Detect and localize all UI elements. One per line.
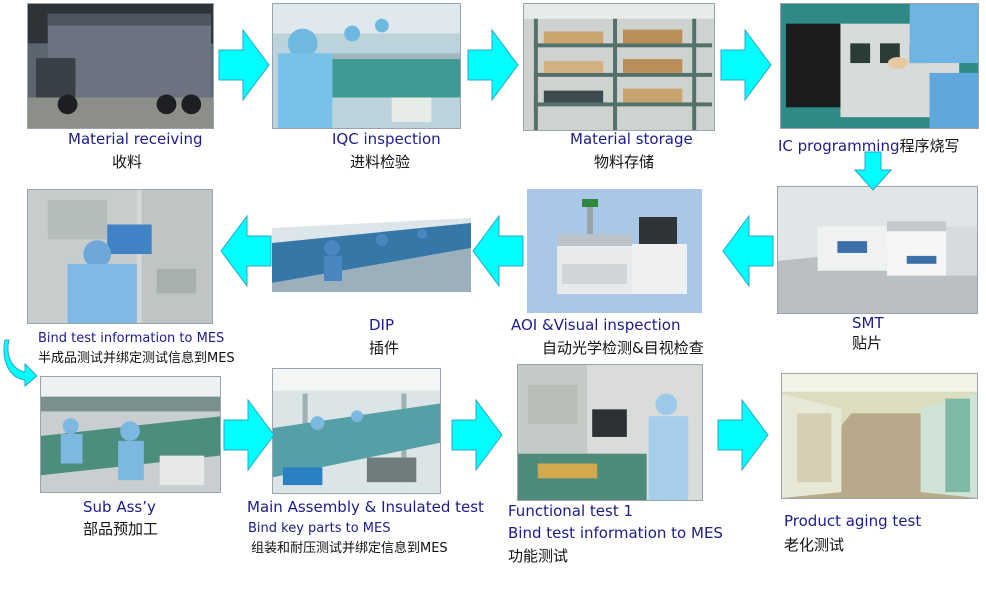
label-bind-test-cn: 半成品测试并绑定测试信息到MES <box>38 352 235 365</box>
label-main-assembly-en2: Bind key parts to MES <box>248 522 390 535</box>
label-dip-en: DIP <box>369 318 394 333</box>
arrow-right-icon <box>219 30 269 100</box>
label-aoi-cn: 自动光学检测&目视检查 <box>542 341 704 356</box>
photo-iqc-inspection <box>272 3 461 129</box>
label-sub-assy-en: Sub Ass’y <box>83 500 156 515</box>
photo-material-storage <box>523 3 715 131</box>
photo-dip <box>272 188 471 306</box>
photo-aoi <box>527 189 702 313</box>
label-material-receiving-en: Material receiving <box>68 132 203 147</box>
photo-bind-test <box>27 189 213 324</box>
label-main-assembly-cn: 组装和耐压测试并绑定信息到MES <box>251 542 448 555</box>
arrow-left-icon <box>473 216 523 286</box>
arrow-down-icon <box>855 152 891 190</box>
label-material-storage-cn: 物料存储 <box>594 155 654 170</box>
label-smt-en: SMT <box>852 316 884 331</box>
label-smt-cn: 贴片 <box>852 336 882 351</box>
label-aoi-en: AOI &Visual inspection <box>511 318 680 333</box>
label-main-assembly-en: Main Assembly & Insulated test <box>247 500 484 515</box>
arrow-curved-down-icon <box>3 338 39 386</box>
photo-material-receiving <box>27 3 214 129</box>
arrow-right-icon <box>452 400 502 470</box>
label-iqc-inspection-en: IQC inspection <box>332 132 441 147</box>
arrow-right-icon <box>468 30 518 100</box>
arrow-right-icon <box>718 400 768 470</box>
label-material-receiving-cn: 收料 <box>112 155 142 170</box>
label-bind-test-en: Bind test information to MES <box>38 332 224 345</box>
label-functional-test-en2: Bind test information to MES <box>508 526 723 541</box>
photo-aging-test <box>781 373 978 499</box>
arrow-right-icon <box>721 30 771 100</box>
photo-ic-programming <box>780 3 979 129</box>
label-sub-assy-cn: 部品预加工 <box>83 522 158 537</box>
arrow-left-icon <box>221 216 271 286</box>
label-iqc-inspection-cn: 进料检验 <box>350 155 410 170</box>
arrow-right-icon <box>224 400 274 470</box>
label-dip-cn: 插件 <box>369 341 399 356</box>
label-aging-test-cn: 老化测试 <box>784 538 844 553</box>
label-functional-test-en: Functional test 1 <box>508 504 633 519</box>
label-ic-programming: IC programming程序烧写 <box>778 139 960 154</box>
label-functional-test-cn: 功能测试 <box>508 549 568 564</box>
photo-smt <box>777 186 978 314</box>
arrow-left-icon <box>723 216 773 286</box>
photo-main-assembly <box>272 368 441 494</box>
photo-functional-test <box>517 364 703 501</box>
label-ic-programming-cn: 程序烧写 <box>900 137 960 155</box>
label-ic-programming-en: IC programming <box>778 137 900 155</box>
label-aging-test-en: Product aging test <box>784 514 921 529</box>
label-material-storage-en: Material storage <box>570 132 693 147</box>
photo-sub-assy <box>40 376 221 493</box>
